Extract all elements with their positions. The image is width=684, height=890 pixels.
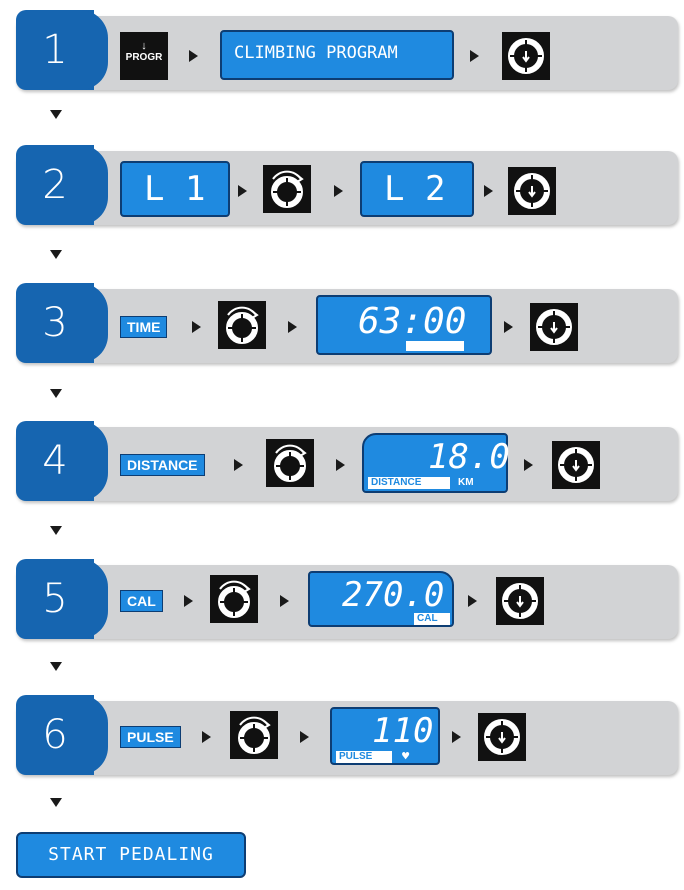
heart-icon: ♥ (402, 749, 410, 763)
arrow-down-icon (50, 110, 62, 119)
lcd-text: CLIMBING PROGRAM (234, 43, 398, 63)
distance-label: DISTANCE (120, 454, 205, 476)
arrow-down-icon (50, 662, 62, 671)
arrow-down-icon (50, 250, 62, 259)
lcd-display-left: L 1 (120, 161, 230, 217)
arrow-right-icon (288, 321, 297, 333)
step-number: 3 (16, 283, 108, 363)
progr-label: PROGR (125, 52, 163, 63)
arrow-down-icon (50, 798, 62, 807)
enter-knob-icon (496, 577, 544, 625)
step-number: 5 (16, 559, 108, 639)
arrow-right-icon (468, 595, 477, 607)
lcd-display: 270.0 CAL (308, 571, 454, 627)
lcd-display-right: L 2 (360, 161, 474, 217)
arrow-right-icon (189, 50, 198, 62)
arrow-right-icon (470, 50, 479, 62)
arrow-down-icon: ↓ (141, 40, 147, 52)
arrow-right-icon (238, 185, 247, 197)
cal-sub-label: CAL (414, 613, 450, 625)
enter-knob-icon (530, 303, 578, 351)
step-number: 2 (16, 145, 108, 225)
enter-knob-icon (478, 713, 526, 761)
arrow-right-icon (300, 731, 309, 743)
lcd-text: 63:00 (358, 301, 467, 342)
rotate-knob-icon (230, 711, 278, 759)
step-number: 4 (16, 421, 108, 501)
lcd-text: 18.0 (428, 437, 510, 477)
rotate-knob-icon (266, 439, 314, 487)
arrow-right-icon (192, 321, 201, 333)
arrow-right-icon (452, 731, 461, 743)
arrow-right-icon (202, 731, 211, 743)
lcd-display: 63:00 (316, 295, 492, 355)
step-3: 3 TIME 63:00 (16, 283, 678, 363)
arrow-right-icon (336, 459, 345, 471)
rotate-knob-icon (210, 575, 258, 623)
step-2: 2 L 1 L 2 (16, 145, 678, 225)
distance-sub-label: DISTANCE (368, 477, 450, 489)
step-5: 5 CAL 270.0 CAL (16, 559, 678, 639)
arrow-right-icon (234, 459, 243, 471)
step-6: 6 PULSE 110 PULSE ♥ (16, 695, 678, 775)
lcd-text: 110 (372, 711, 434, 751)
arrow-right-icon (334, 185, 343, 197)
enter-knob-icon (552, 441, 600, 489)
lcd-display: 18.0 DISTANCE KM (362, 433, 510, 493)
cal-label: CAL (120, 590, 163, 612)
step-number: 6 (16, 695, 108, 775)
progr-button-icon: ↓ PROGR (120, 32, 168, 80)
lcd-display: 110 PULSE ♥ (330, 707, 440, 765)
step-bar (16, 151, 678, 225)
rotate-knob-icon (263, 165, 311, 213)
start-pedaling-display: START PEDALING (16, 832, 246, 878)
step-4: 4 DISTANCE 18.0 DISTANCE KM (16, 421, 678, 501)
arrow-down-icon (50, 526, 62, 535)
underline-bar (406, 341, 464, 351)
arrow-right-icon (280, 595, 289, 607)
unit-label: KM (458, 477, 474, 488)
arrow-right-icon (504, 321, 513, 333)
arrow-right-icon (484, 185, 493, 197)
arrow-right-icon (524, 459, 533, 471)
lcd-display: CLIMBING PROGRAM (220, 30, 454, 80)
step-1: 1 ↓ PROGR CLIMBING PROGRAM (16, 10, 678, 90)
lcd-text: L 1 (144, 169, 206, 209)
lcd-text: 270.0 (342, 575, 445, 615)
lcd-text: L 2 (384, 169, 446, 209)
enter-knob-icon (508, 167, 556, 215)
time-label: TIME (120, 316, 168, 338)
pulse-sub-label: PULSE (336, 751, 392, 763)
enter-knob-icon (502, 32, 550, 80)
arrow-down-icon (50, 389, 62, 398)
rotate-knob-icon (218, 301, 266, 349)
step-number: 1 (16, 10, 108, 90)
arrow-right-icon (184, 595, 193, 607)
pulse-label: PULSE (120, 726, 181, 748)
